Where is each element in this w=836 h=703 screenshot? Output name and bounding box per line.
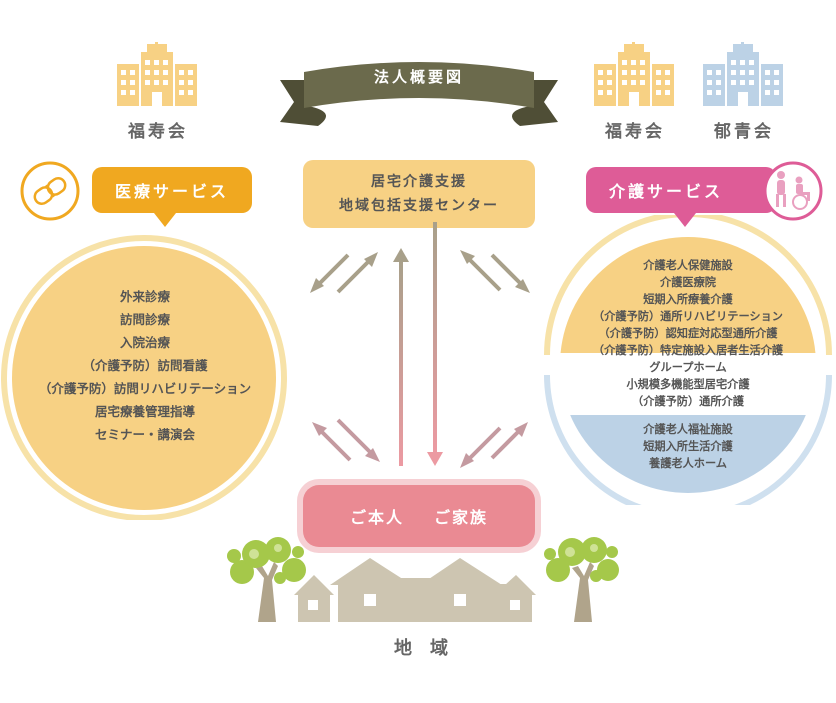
care-item: 介護老人保健施設 — [643, 259, 733, 272]
care-item: グループホーム — [649, 361, 727, 374]
care-group-health: 介護老人保健施設 介護医療院 短期入所療養介護 （介護予防）通所リハビリテーショ… — [560, 257, 816, 359]
care-support-center-box: 居宅介護支援 地域包括支援センター — [303, 160, 535, 228]
care-item: 短期入所生活介護 — [643, 440, 733, 453]
person-and-family-box: ご本人 ご家族 — [303, 485, 535, 547]
care-item: （介護予防）特定施設入居者生活介護 — [592, 344, 784, 357]
banner-ribbon — [280, 62, 558, 126]
wheelchair-icon — [763, 161, 823, 221]
arrow-up-long — [393, 248, 409, 466]
care-group-community: グループホーム 小規模多機能型居宅介護 （介護予防）通所介護 — [560, 359, 816, 410]
care-services-title: 介護サービス — [608, 182, 723, 201]
building-icon-right-fukujukai — [594, 42, 674, 106]
care-item: （介護予防）通所リハビリテーション — [593, 310, 783, 323]
care-item: 短期入所療養介護 — [643, 293, 733, 306]
medical-item: 入院治療 — [119, 335, 170, 350]
center-line-2: 地域包括支援センター — [339, 198, 499, 214]
care-item: 養護老人ホーム — [649, 457, 727, 470]
medical-tag-shape — [92, 167, 252, 227]
care-circle — [544, 215, 832, 505]
tree-left-icon — [227, 537, 306, 622]
arrow-down-long — [427, 222, 443, 466]
family-label-person: ご本人 — [349, 508, 404, 527]
care-item: 介護老人福祉施設 — [643, 423, 733, 436]
org-label-right-2: 郁青会 — [714, 122, 774, 142]
community-scene — [227, 537, 619, 622]
org-label-left: 福寿会 — [128, 122, 188, 142]
building-icon-right-ikuseikai — [703, 42, 783, 106]
care-item: 小規模多機能型居宅介護 — [626, 378, 750, 391]
medical-item: （介護予防）訪問看護 — [82, 358, 208, 373]
medical-services-list: 外来診療 訪問診療 入院治療 （介護予防）訪問看護 （介護予防）訪問リハビリテー… — [20, 285, 270, 446]
medical-item: 外来診療 — [119, 289, 170, 304]
org-label-right-1: 福寿会 — [605, 122, 665, 142]
care-tag-shape — [586, 167, 776, 227]
care-item: 介護医療院 — [660, 276, 716, 289]
center-line-1: 居宅介護支援 — [371, 174, 467, 190]
care-item: （介護予防）通所介護 — [632, 395, 744, 408]
region-label: 地域 — [394, 638, 466, 659]
medical-item: 訪問診療 — [119, 312, 170, 327]
medical-item: 居宅療養管理指導 — [94, 404, 195, 419]
care-item: （介護予防）認知症対応型通所介護 — [598, 327, 778, 340]
tree-right-icon — [544, 537, 619, 622]
family-label-family: ご家族 — [434, 508, 489, 527]
banner-title: 法人概要図 — [373, 68, 464, 86]
house-large-icon — [330, 558, 506, 622]
medical-services-title: 医療サービス — [114, 182, 229, 201]
medical-circle — [1, 235, 287, 520]
care-group-welfare: 介護老人福祉施設 短期入所生活介護 養護老人ホーム — [560, 421, 816, 472]
house-small-left-icon — [294, 575, 334, 622]
house-small-right-icon — [494, 575, 536, 622]
medical-item: （介護予防）訪問リハビリテーション — [38, 381, 252, 396]
medical-item: セミナー・講演会 — [94, 427, 195, 442]
building-icon-left — [117, 42, 197, 106]
pill-icon — [20, 161, 80, 221]
